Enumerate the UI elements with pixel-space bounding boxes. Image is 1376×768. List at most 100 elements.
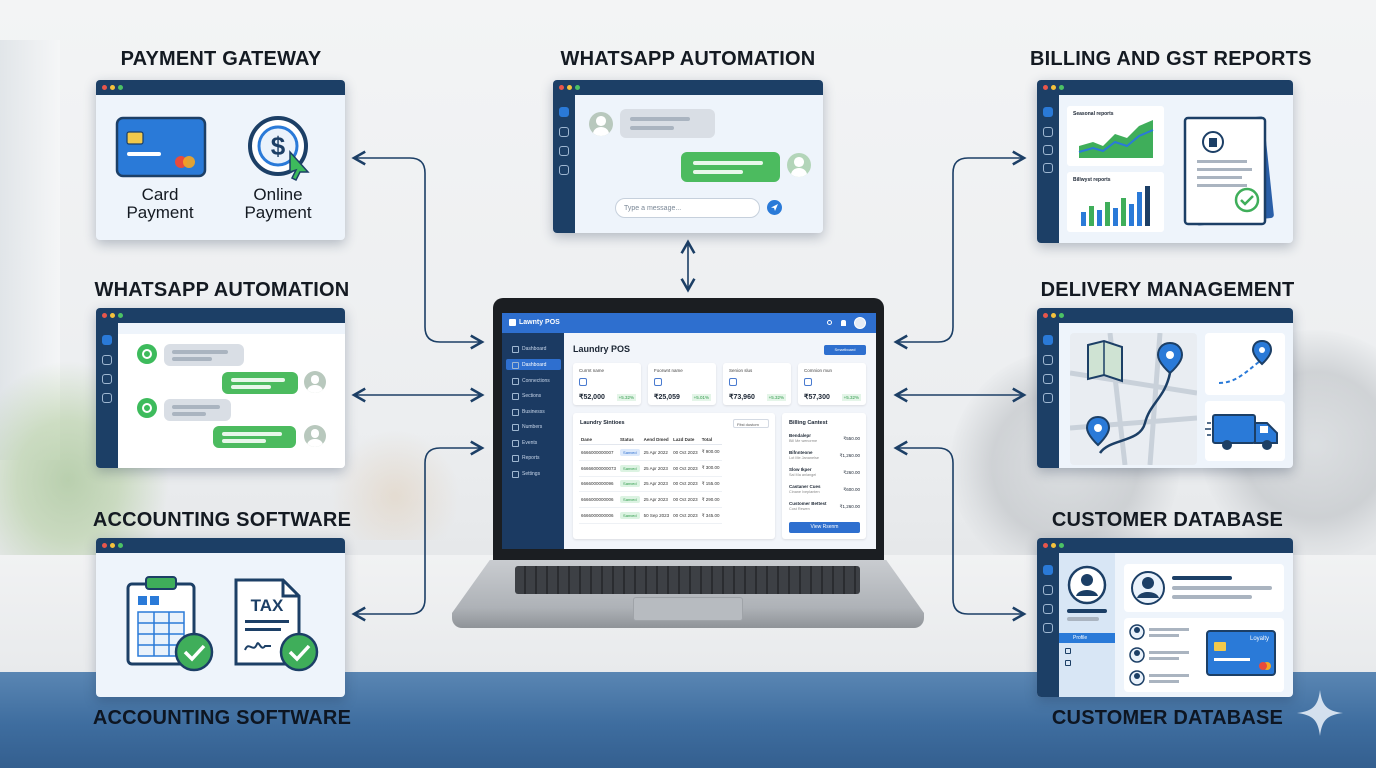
stat-value: ₹73,960: [729, 394, 755, 401]
sidebar: [1037, 553, 1059, 697]
billing-sub: Bill Me wenorme: [789, 439, 818, 443]
gear-icon[interactable]: [1043, 393, 1053, 403]
stat-icon: [579, 378, 587, 386]
profile-nav-item[interactable]: Profile: [1059, 633, 1115, 643]
settings-icon[interactable]: [1043, 585, 1053, 595]
gear-icon[interactable]: [102, 393, 112, 403]
grid-icon[interactable]: [1065, 660, 1071, 666]
stat-icon: [729, 378, 737, 386]
customer-database-card: Profile Loyalty: [1037, 538, 1293, 697]
gst-document-icon: [1183, 116, 1274, 226]
message-input[interactable]: Type a message...: [615, 198, 760, 218]
billing-name: Bifnnteone: [789, 450, 813, 455]
user-avatar: [304, 371, 326, 393]
pos-nav-connections[interactable]: Connections: [506, 375, 561, 386]
area-chart-icon: [1078, 120, 1154, 158]
sparkle-icon: [1297, 690, 1343, 736]
bell-icon[interactable]: [841, 320, 846, 326]
billing-sub: Sal Ma anlangel: [789, 473, 817, 477]
inbox-icon[interactable]: [559, 146, 569, 156]
table-cell: Sanved: [618, 476, 642, 493]
delivery-truck-icon: [1205, 401, 1285, 461]
profile-sidebar: Profile: [1059, 553, 1115, 697]
stat-change: +5.01%: [691, 394, 711, 401]
table-cell: 50 Sep 2023: [641, 507, 672, 524]
settings-icon[interactable]: [559, 127, 569, 137]
pos-nav-business[interactable]: Businesss: [506, 406, 561, 417]
laundry-table: Dane Status Aend Dmed Lazd Date Total 66…: [579, 435, 722, 524]
heading-accounting-bottom: ACCOUNTING SOFTWARE: [92, 707, 352, 729]
table-header-row: Dane Status Aend Dmed Lazd Date Total: [579, 435, 722, 445]
table-header: Total: [699, 435, 722, 445]
home-icon[interactable]: [559, 107, 569, 117]
card-label-line1: Card: [141, 185, 179, 204]
table-cell: ₹ 300.00: [699, 460, 722, 477]
loyalty-card: Loyalty: [1206, 630, 1276, 676]
gear-icon[interactable]: [559, 165, 569, 175]
sidebar: [1037, 95, 1059, 243]
card-payment-label: Card Payment: [105, 186, 215, 222]
gear-icon[interactable]: [1043, 623, 1053, 633]
home-icon[interactable]: [1043, 335, 1053, 345]
pos-nav-settings[interactable]: Settings: [506, 468, 561, 479]
pos-nav-sections[interactable]: Sections: [506, 390, 561, 401]
search-icon[interactable]: [827, 320, 832, 325]
pos-nav-dashboard[interactable]: Dashboard: [506, 343, 561, 354]
window-bar: [1037, 308, 1293, 323]
stat-value: ₹25,059: [654, 394, 680, 401]
pos-nav-numbers[interactable]: Numbers: [506, 421, 561, 432]
customer-profile-panel: [1124, 564, 1284, 612]
online-label-line2: Payment: [244, 203, 312, 222]
table-cell: 6666000000007: [579, 444, 619, 461]
heading-accounting-top: ACCOUNTING SOFTWARE: [92, 509, 352, 531]
home-icon[interactable]: [1043, 565, 1053, 575]
settings-icon[interactable]: [102, 355, 112, 365]
user-list-icon[interactable]: [1065, 648, 1071, 654]
table-cell: 00 Oct 2023: [671, 460, 700, 477]
outgoing-message-bubble: [222, 372, 298, 394]
gear-icon[interactable]: [1043, 163, 1053, 173]
home-icon[interactable]: [1043, 107, 1053, 117]
billing-name: Bendalepr: [789, 433, 812, 438]
inbox-icon[interactable]: [1043, 145, 1053, 155]
pos-smartboard-button[interactable]: Smartboard: [824, 345, 866, 355]
table-header: Status: [618, 435, 642, 445]
inbox-icon[interactable]: [1043, 604, 1053, 614]
table-header: Lazd Date: [671, 435, 700, 445]
home-icon[interactable]: [102, 335, 112, 345]
laptop-keyboard: [515, 566, 860, 594]
pos-nav-events[interactable]: Events: [506, 437, 561, 448]
billing-amount: ₹1,260.00: [839, 453, 860, 458]
pos-nav-dashboard-active[interactable]: Dashboard: [506, 359, 561, 370]
inbox-icon[interactable]: [102, 374, 112, 384]
send-button[interactable]: [767, 200, 782, 215]
stat-icon: [804, 378, 812, 386]
table-filter-select[interactable]: Fitst dustom: [733, 419, 769, 428]
window-bar: [1037, 80, 1293, 95]
user-avatar[interactable]: [854, 317, 866, 329]
user-avatar: [787, 153, 811, 177]
view-button[interactable]: View Rsenm: [789, 522, 860, 533]
stat-value: ₹57,300: [804, 394, 830, 401]
settings-icon[interactable]: [1043, 127, 1053, 137]
window-bar: [96, 538, 345, 553]
inbox-icon[interactable]: [1043, 374, 1053, 384]
window-bar: [1037, 538, 1293, 553]
settings-icon[interactable]: [1043, 355, 1053, 365]
stat-card: Senion slus ₹73,960 +5.32%: [723, 363, 791, 405]
pos-nav-reports[interactable]: Reports: [506, 452, 561, 463]
laptop-touchpad: [633, 597, 743, 621]
table-cell: 6666000000006: [579, 507, 619, 524]
incoming-message-bubble: [164, 344, 244, 366]
